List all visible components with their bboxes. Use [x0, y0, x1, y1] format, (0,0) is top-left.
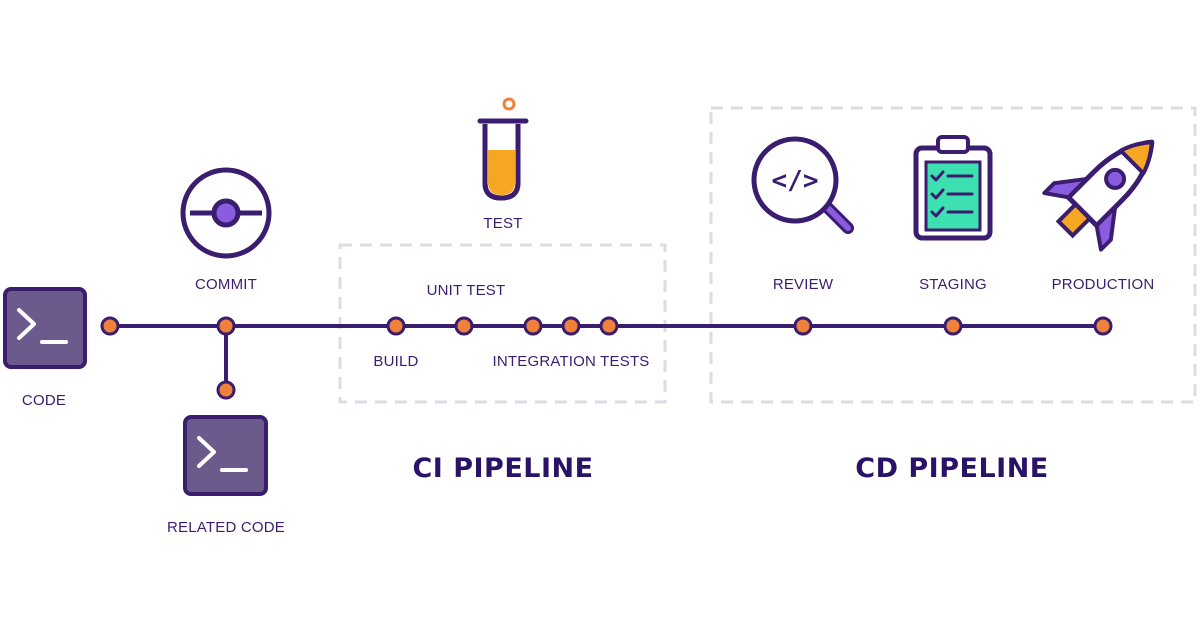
commit-icon: [180, 167, 272, 259]
label-unit-test: UNIT TEST: [427, 282, 506, 299]
cd-pipeline-title: CD PIPELINE: [855, 453, 1049, 484]
label-production: PRODUCTION: [1052, 276, 1155, 293]
svg-text:</>: </>: [772, 166, 819, 196]
terminal-icon: [3, 287, 87, 369]
node-integration-test-3: [599, 316, 619, 336]
node-commit: [216, 316, 236, 336]
node-staging: [943, 316, 963, 336]
clipboard-checklist-icon: [913, 135, 993, 241]
node-production: [1093, 316, 1113, 336]
label-commit: COMMIT: [195, 276, 257, 293]
cd-pipeline-box: [709, 106, 1197, 404]
label-staging: STAGING: [919, 276, 987, 293]
label-related-code: RELATED CODE: [167, 519, 285, 536]
label-build: BUILD: [373, 353, 418, 370]
terminal-icon: [183, 415, 268, 496]
node-unit-test: [454, 316, 474, 336]
test-tube-icon: [477, 97, 529, 201]
rocket-icon: [1042, 139, 1155, 252]
node-build: [386, 316, 406, 336]
ci-pipeline-box: [338, 243, 667, 404]
label-code: CODE: [22, 392, 66, 409]
code-review-magnifier-icon: </>: [751, 136, 854, 234]
node-integration-test-2: [561, 316, 581, 336]
node-related-code: [216, 380, 236, 400]
pipeline-nodes: [100, 316, 1113, 400]
node-review: [793, 316, 813, 336]
node-code: [100, 316, 120, 336]
label-test: TEST: [483, 215, 522, 232]
label-review: REVIEW: [773, 276, 834, 293]
ci-pipeline-title: CI PIPELINE: [412, 453, 593, 484]
label-integration-tests: INTEGRATION TESTS: [492, 353, 649, 370]
node-integration-test-1: [523, 316, 543, 336]
